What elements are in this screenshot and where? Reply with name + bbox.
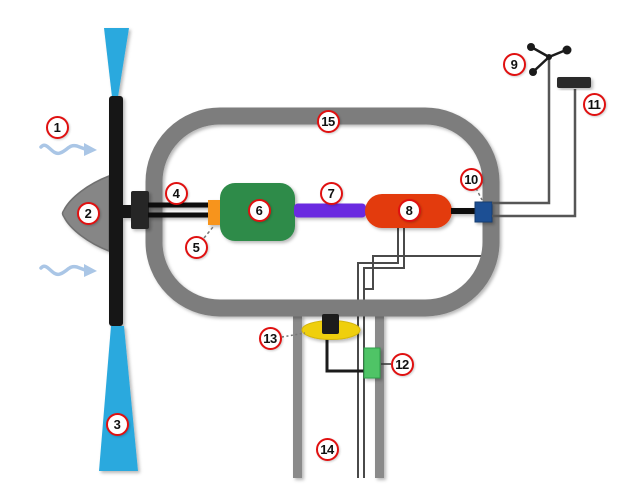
callout-7-high-speed-shaft: 7 bbox=[319, 181, 343, 205]
callout-13-yaw-drive: 13 bbox=[258, 326, 282, 350]
callout-9-anemometer: 9 bbox=[502, 52, 526, 76]
callout-5-shaft-coupling: 5 bbox=[184, 235, 208, 259]
main-bearing bbox=[131, 191, 149, 229]
anemometer-icon bbox=[527, 43, 572, 76]
tower-wall-right bbox=[375, 315, 384, 478]
high-speed-shaft bbox=[294, 203, 366, 218]
tower bbox=[293, 315, 384, 478]
wind-arrow-top-icon bbox=[39, 143, 87, 156]
wind-arrow-top-head-icon bbox=[84, 143, 97, 156]
generator-shaft-link bbox=[451, 208, 476, 214]
wind-arrow-bottom-icon bbox=[39, 264, 87, 277]
cable-junction-box bbox=[363, 347, 381, 379]
callout-12-cable-junction: 12 bbox=[390, 352, 414, 376]
callout-1-wind: 1 bbox=[45, 115, 69, 139]
shaft-coupling bbox=[208, 200, 221, 225]
callout-11-wind-vane: 11 bbox=[582, 92, 606, 116]
wind-arrow-bottom-head-icon bbox=[84, 264, 97, 277]
callout-14-tower: 14 bbox=[315, 437, 339, 461]
yaw-drive bbox=[301, 314, 381, 379]
wind-vane-icon bbox=[557, 77, 591, 88]
controller-box bbox=[474, 201, 493, 223]
callout-4-main-shaft: 4 bbox=[164, 181, 188, 205]
yaw-motor bbox=[322, 314, 339, 334]
rotor bbox=[61, 28, 149, 471]
callout-6-gearbox: 6 bbox=[247, 198, 271, 222]
leader-lines bbox=[203, 187, 483, 365]
main-shaft-line-1 bbox=[148, 202, 209, 208]
sensors bbox=[492, 43, 591, 218]
callout-10-controller: 10 bbox=[459, 167, 483, 191]
tower-wall-left bbox=[293, 315, 302, 478]
hub-shaft-connector bbox=[123, 205, 131, 218]
rotor-blade-top bbox=[104, 28, 129, 97]
rotor-blade-bottom bbox=[99, 326, 138, 471]
callout-8-generator: 8 bbox=[397, 198, 421, 222]
leader-13 bbox=[281, 332, 306, 338]
wind-arrows bbox=[39, 143, 97, 277]
wind-vane-wire bbox=[492, 89, 577, 218]
anemometer-wire bbox=[492, 58, 551, 205]
hub-bar bbox=[109, 96, 123, 326]
leader-5 bbox=[203, 226, 214, 239]
leader-10 bbox=[475, 187, 483, 201]
callout-2-nose-cone: 2 bbox=[76, 201, 100, 225]
callout-15-nacelle: 15 bbox=[316, 109, 340, 133]
main-shaft-line-2 bbox=[148, 212, 209, 218]
callout-3-rotor-blade: 3 bbox=[105, 412, 129, 436]
yaw-cable bbox=[325, 338, 364, 373]
